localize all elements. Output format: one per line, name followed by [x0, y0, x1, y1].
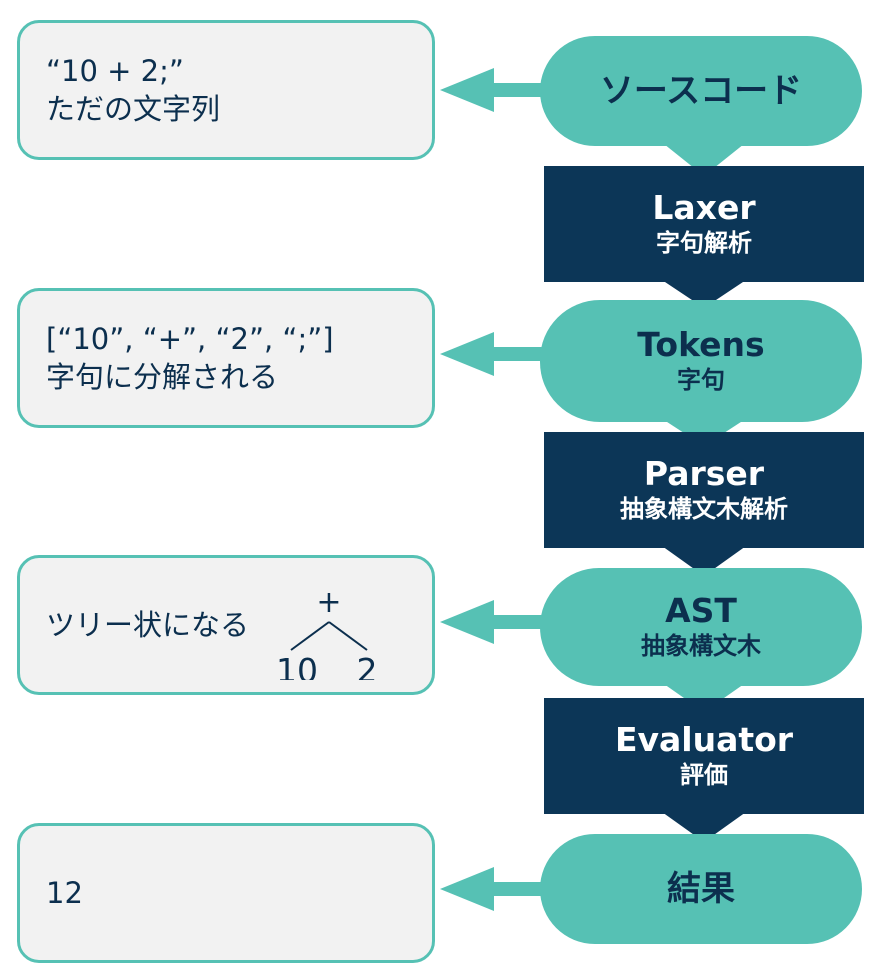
stage-tokens-sublabel: 字句 — [677, 366, 725, 394]
note-result-value: 12 — [46, 876, 83, 910]
stage-tokens: Tokens 字句 — [540, 300, 862, 422]
note-tokens: [“10”, “+”, “2”, “;”] 字句に分解される — [17, 288, 435, 428]
note-result: 12 — [17, 823, 435, 963]
note-source-description: ただの文字列 — [46, 92, 221, 126]
stage-result: 結果 — [540, 834, 862, 944]
arrow-shaft-result — [490, 882, 542, 896]
arrow-head-source — [440, 68, 494, 112]
stage-source-code: ソースコード — [540, 36, 862, 146]
ast-tree-edge-left — [290, 621, 330, 651]
pill-tail-source — [664, 144, 744, 176]
stage-lexer-label: Laxer — [652, 188, 756, 227]
arrow-head-result — [440, 867, 494, 911]
ast-tree-figure: + 10 2 — [276, 585, 378, 680]
ast-tree-edge-right — [328, 621, 368, 651]
stage-ast-sublabel: 抽象構文木 — [641, 632, 761, 660]
proc-tail-lexer — [662, 280, 746, 308]
stage-evaluator-sublabel: 評価 — [680, 761, 728, 789]
stage-tokens-label: Tokens — [637, 325, 765, 364]
ast-tree-left: 10 — [276, 651, 318, 680]
ast-tree-right: 2 — [357, 651, 378, 680]
arrow-shaft-tokens — [490, 347, 542, 361]
stage-ast-label: AST — [665, 591, 737, 630]
proc-tail-parser — [662, 546, 746, 576]
arrow-shaft-ast — [490, 615, 542, 629]
note-ast: ツリー状になる + 10 2 — [17, 555, 435, 695]
stage-evaluator-label: Evaluator — [614, 720, 794, 759]
arrow-head-ast — [440, 600, 494, 644]
note-ast-description: ツリー状になる — [46, 608, 250, 642]
note-source-code-string: “10 + 2;” — [46, 54, 184, 88]
note-tokens-description: 字句に分解される — [46, 360, 279, 394]
stage-lexer-sublabel: 字句解析 — [656, 229, 752, 257]
note-source: “10 + 2;” ただの文字列 — [17, 20, 435, 160]
stage-parser: Parser 抽象構文木解析 — [544, 432, 864, 548]
stage-evaluator: Evaluator 評価 — [544, 698, 864, 814]
stage-source-code-label: ソースコード — [599, 71, 803, 111]
note-tokens-array: [“10”, “+”, “2”, “;”] — [46, 322, 334, 356]
arrow-head-tokens — [440, 332, 494, 376]
stage-result-label: 結果 — [667, 869, 735, 909]
arrow-shaft-source — [490, 83, 542, 97]
proc-tail-evaluator — [662, 812, 746, 842]
stage-parser-label: Parser — [643, 454, 765, 493]
stage-parser-sublabel: 抽象構文木解析 — [620, 495, 788, 523]
stage-ast: AST 抽象構文木 — [540, 568, 862, 686]
ast-tree-root: + — [316, 585, 341, 620]
stage-lexer: Laxer 字句解析 — [544, 166, 864, 282]
